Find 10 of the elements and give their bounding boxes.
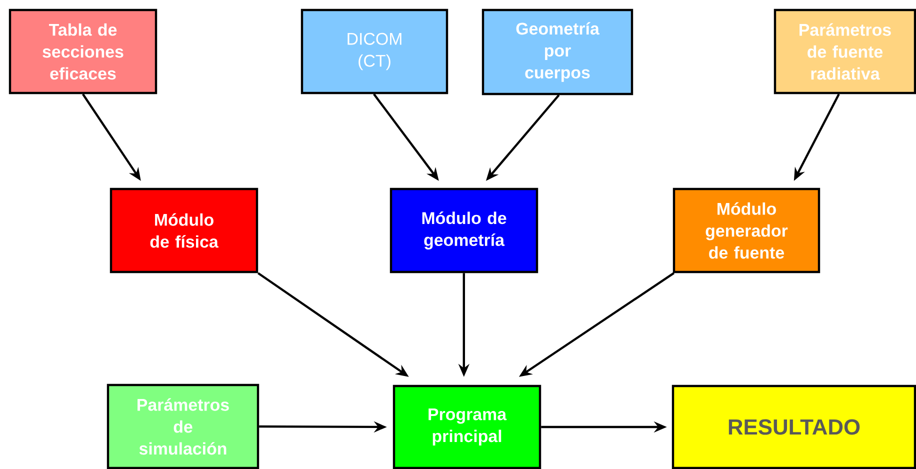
module-box: Módulo de geometría bbox=[390, 188, 538, 274]
module-box: Módulo de física bbox=[110, 188, 258, 274]
input-box: Parámetros de simulación bbox=[106, 384, 260, 469]
input-box: DICOM (CT) bbox=[300, 8, 448, 94]
module-box: Módulo generador de fuente bbox=[672, 188, 820, 274]
result-box: RESULTADO bbox=[672, 384, 916, 469]
input-box: Geometría por cuerpos bbox=[482, 8, 634, 96]
input-box: Tabla de secciones eficaces bbox=[8, 8, 158, 94]
input-box: Parámetros de fuente radiativa bbox=[774, 8, 916, 94]
program-box: Programa principal bbox=[392, 384, 542, 469]
